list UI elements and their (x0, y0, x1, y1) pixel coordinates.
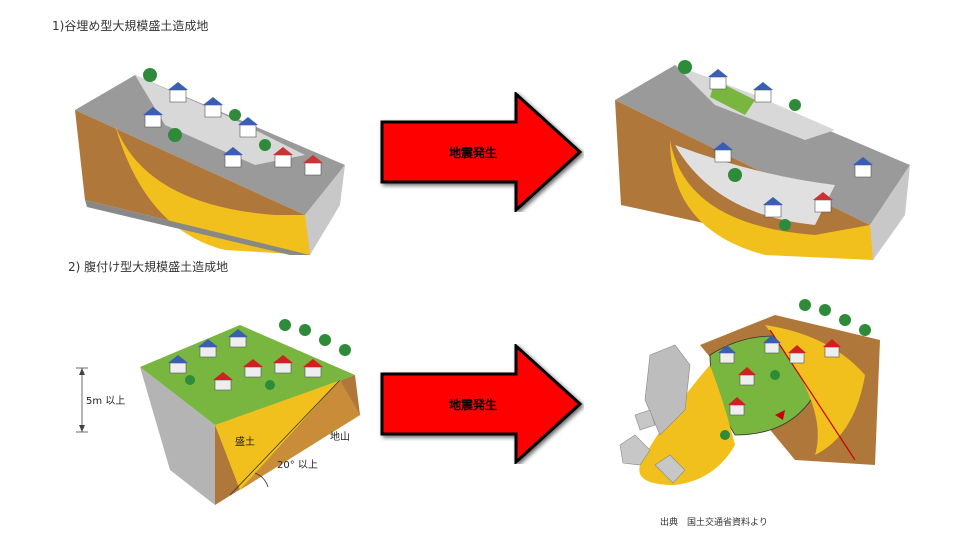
houses-side-before (168, 329, 323, 391)
trees-side-before (185, 319, 351, 390)
valley-fill-before-illustration (75, 68, 345, 255)
side-fill-after-illustration (619, 299, 880, 485)
trees-after (678, 60, 801, 231)
houses-before (143, 82, 323, 176)
section1-title: 1)谷埋め型大規模盛土造成地 (52, 19, 209, 33)
source-caption: 出典 国土交通省資料より (660, 518, 768, 528)
trees-side-after (720, 299, 871, 440)
section2-title: 2) 腹付け型大規模盛土造成地 (68, 260, 229, 274)
houses-side-after (718, 335, 841, 416)
ground-label: 地山 (330, 430, 350, 443)
valley-fill-after-illustration (615, 60, 910, 260)
earthquake-arrow-2-label: 地震発生 (449, 397, 497, 412)
side-fill-before-illustration: 5m 以上 盛土 地山 20° 以上 (76, 319, 360, 505)
houses-after (708, 69, 873, 218)
trees-before (143, 68, 271, 151)
earthquake-arrow-1: 地震発生 (380, 92, 583, 212)
earthquake-arrow-2: 地震発生 (380, 344, 583, 464)
angle-label: 20° 以上 (277, 459, 318, 471)
earthquake-arrow-1-label: 地震発生 (449, 145, 497, 160)
fill-label: 盛土 (235, 435, 255, 448)
height-label: 5m 以上 (86, 395, 125, 407)
